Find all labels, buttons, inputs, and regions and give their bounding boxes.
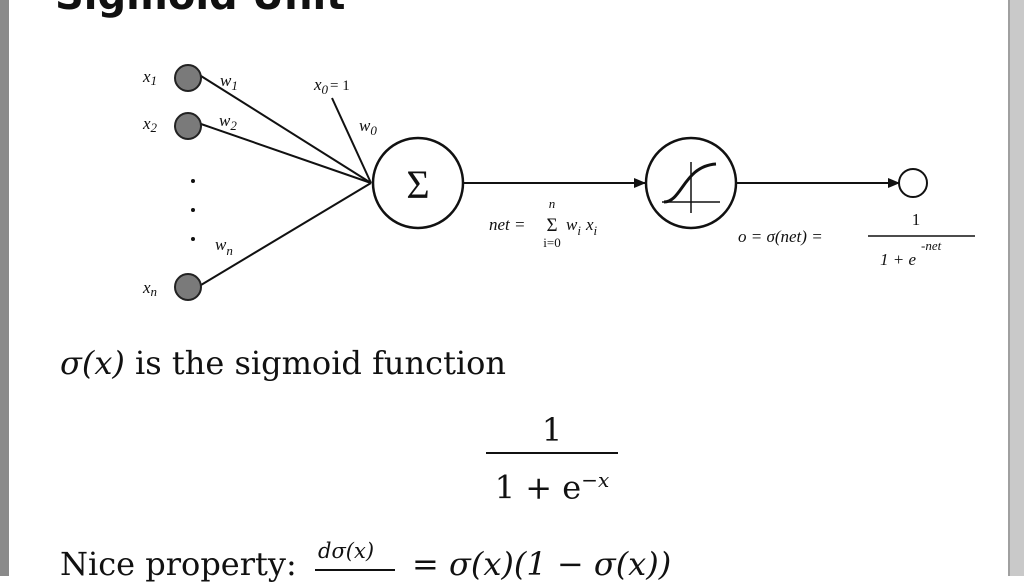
edge-bias: [331, 97, 372, 184]
fraction-exponent: −x: [581, 468, 610, 492]
ellipsis-dot: [191, 179, 195, 183]
ellipsis-dot: [191, 208, 195, 212]
net-sigma-lower: i=0: [543, 235, 560, 250]
fraction-numerator: 1: [541, 411, 563, 449]
nice-property-label: Nice property:: [60, 545, 297, 583]
sigmoid-curve-icon: [663, 162, 717, 204]
input-node-x2: [174, 112, 202, 140]
input-label-x2: x2: [142, 114, 158, 135]
derivative-bar: [315, 569, 395, 571]
fraction-bar: [486, 452, 618, 454]
output-formula-exponent: -net: [921, 238, 942, 253]
sigmoid-fraction: 1 1 + e−x: [486, 410, 618, 508]
output-formula-numerator: 1: [912, 210, 921, 229]
output-formula-lhs: o = σ(net) =: [738, 227, 823, 246]
edge-xn: [200, 182, 372, 286]
weight-label-w1: w1: [220, 71, 238, 93]
summation-symbol: Σ: [406, 162, 429, 207]
nice-property: Nice property: dσ(x) = σ(x)(1 − σ(x)): [60, 539, 671, 583]
input-label-x1: x1: [142, 67, 157, 88]
slide-title: Sigmoid Unit: [55, 0, 345, 19]
sigmoid-caption: σ(x) is the sigmoid function: [60, 344, 506, 382]
caption-text: is the sigmoid function: [124, 344, 507, 382]
input-node-x1: [174, 64, 202, 92]
output-formula-denominator: 1 + e: [880, 250, 916, 269]
edge-x2: [200, 123, 372, 184]
ellipsis-dot: [191, 237, 195, 241]
bias-input-label: x0= 1: [313, 75, 350, 97]
right-scrollbar[interactable]: [1008, 0, 1024, 576]
fraction-denominator: 1 + e−x: [494, 468, 610, 507]
weight-label-wn: wn: [215, 235, 233, 258]
left-frame-border: [0, 0, 9, 576]
edge-x1: [200, 75, 372, 184]
weight-label-w2: w2: [219, 111, 237, 133]
net-sigma: Σ: [546, 215, 557, 236]
output-node: [898, 168, 928, 198]
input-label-xn: xn: [142, 278, 157, 299]
net-formula-lhs: net =: [489, 215, 526, 234]
net-sigma-upper: n: [549, 196, 556, 211]
caption-math: σ(x): [60, 344, 125, 382]
input-node-xn: [174, 273, 202, 301]
sigmoid-unit-diagram: x1 x2 xn w1 w2 wn x0= 1 w0 Σ net = n Σ i…: [142, 64, 975, 301]
derivative-numerator: dσ(x): [318, 539, 375, 563]
derivative-rhs: = σ(x)(1 − σ(x)): [412, 545, 672, 583]
bias-weight-label: w0: [359, 116, 377, 138]
